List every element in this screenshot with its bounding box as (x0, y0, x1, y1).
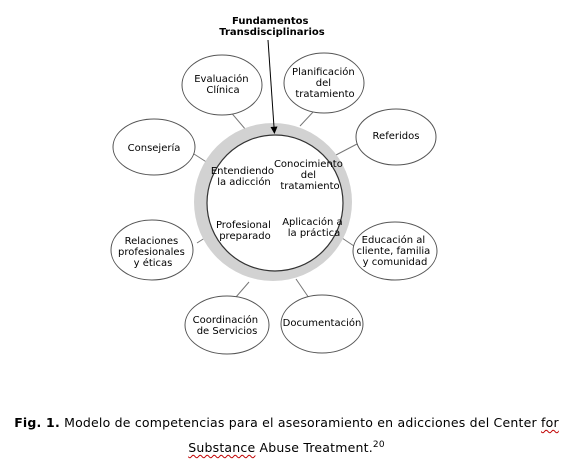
header-line-1: Fundamentos (232, 16, 308, 27)
connector-coordinacion (235, 281, 250, 298)
caption-word-for: for (541, 415, 559, 430)
figure-caption-line-1: Fig. 1. Modelo de competencias para el a… (0, 415, 573, 430)
label-coordinacion: Coordinación de Servicios (193, 314, 262, 337)
connector-referidos (335, 143, 358, 156)
header-arrow-line (267, 39, 275, 128)
label-referidos: Referidos (373, 131, 420, 142)
node-relaciones (110, 219, 194, 281)
node-educacion (352, 221, 438, 281)
caption-text-2: Abuse Treatment. (255, 440, 373, 455)
quadrant-aplicacion: Aplicación a la práctica (282, 216, 346, 239)
connector-documentacion (295, 278, 310, 299)
quadrant-entendiendo: Entendiendo la adicción (211, 166, 277, 188)
quadrant-profesional: Profesional preparado (216, 220, 274, 242)
caption-reference: 20 (372, 440, 385, 450)
competency-model-diagram: Fundamentos Transdisciplinarios Entendie… (110, 16, 438, 355)
caption-word-substance: Substance (188, 440, 256, 455)
label-evaluacion-clinica: Evaluación Clínica (194, 73, 252, 96)
node-coordinacion (184, 295, 270, 355)
figure-label: Fig. 1. (14, 415, 60, 430)
node-evaluacion-clinica (181, 54, 263, 116)
label-documentacion: Documentación (283, 317, 362, 329)
label-consejeria: Consejería (128, 142, 181, 154)
header-arrow-head (270, 126, 278, 134)
header-line-2: Transdisciplinarios (219, 27, 324, 38)
label-planificacion: Planificación del tratamiento (292, 66, 358, 100)
node-referidos (355, 108, 437, 166)
header-title: Fundamentos Transdisciplinarios (219, 16, 324, 38)
caption-text-1: Modelo de competencias para el asesorami… (59, 415, 542, 430)
connector-planificacion (299, 110, 315, 127)
quadrant-conocimiento: Conocimiento del tratamiento (274, 159, 346, 192)
node-consejeria (112, 118, 196, 176)
label-educacion: Educación al cliente, familia y comunida… (356, 234, 433, 268)
label-relaciones: Relaciones profesionales y éticas (118, 236, 188, 269)
center-circle (206, 134, 344, 272)
figure-caption-line-2: Substance Abuse Treatment.20 (0, 440, 573, 455)
node-planificacion (283, 52, 365, 114)
node-documentacion (280, 294, 364, 354)
